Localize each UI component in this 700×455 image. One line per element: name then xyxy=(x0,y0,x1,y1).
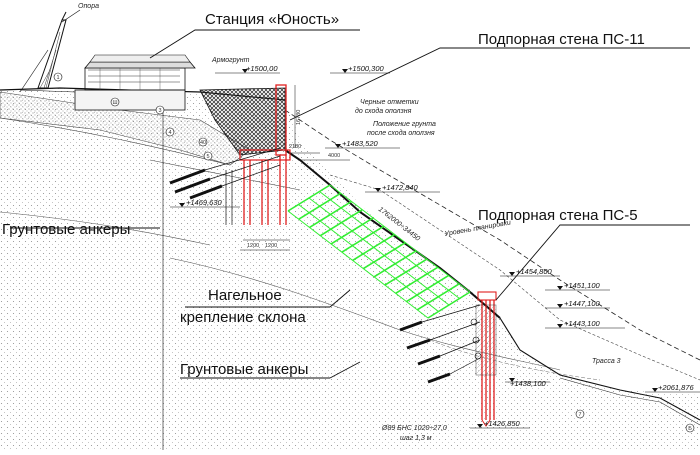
nail-grid-line xyxy=(308,197,450,306)
note-ground-pos-1: Положение грунта xyxy=(373,121,436,128)
note-route: Трасса 3 xyxy=(592,358,621,365)
leader-lines xyxy=(10,29,690,379)
elev-1438-100: +1438,100 xyxy=(510,379,546,388)
nail-grid-line xyxy=(329,184,471,293)
note-armogrunt: Армогрунт xyxy=(211,57,250,64)
marker-label-2: Ш xyxy=(112,100,117,106)
dimension-lines xyxy=(240,85,350,251)
circle-marker-labels: 1 Ш 40 3 4 5 7 Б xyxy=(56,75,692,432)
marker-label-8: Б xyxy=(688,426,692,432)
elev-1426-850: +1426,850 xyxy=(484,419,520,428)
elev-1447-100: +1447,100 xyxy=(564,299,600,308)
slope-before-landslide-2 xyxy=(329,174,700,381)
stratum-line-1 xyxy=(0,117,231,166)
elevation-markers xyxy=(170,72,700,429)
note-pile-1: Ø89 БНС 1020÷27,0 xyxy=(381,425,447,432)
label-ground-anchors-right: Грунтовые анкеры xyxy=(180,361,308,378)
elev-1451-100: +1451,100 xyxy=(564,281,600,290)
note-pile-2: шаг 1,3 м xyxy=(400,435,432,442)
retaining-wall-ps11 xyxy=(225,84,291,225)
dim-16780: 16780 xyxy=(296,110,302,125)
dim-4000: 4000 xyxy=(328,153,340,159)
station-building xyxy=(19,54,196,111)
nail-grid-line xyxy=(287,210,429,319)
nail-grid-line xyxy=(298,204,439,312)
stratum-line-5 xyxy=(429,339,601,381)
title-station: Станция «Юность» xyxy=(205,11,339,28)
dim-1200-b: 1200 xyxy=(265,243,277,249)
dim-1200-a: 1200 xyxy=(247,243,259,249)
elev-1454-800: +1454,800 xyxy=(516,267,552,276)
stratum-line-3 xyxy=(169,257,561,371)
ground-anchors-left xyxy=(169,147,281,200)
elev-1472-840: +1472,840 xyxy=(382,183,418,192)
nail-grid-line xyxy=(319,191,460,299)
elev-1483-520: +1483,520 xyxy=(342,139,378,148)
dim-2180: 2180 xyxy=(289,144,301,150)
elev-2061-876: +2061,876 xyxy=(658,383,694,392)
marker-label-3: 40 xyxy=(200,140,206,146)
elevation-triangles xyxy=(179,69,658,428)
marker-label-1: 1 xyxy=(56,75,59,81)
note-black-marks-2: до схода оползня xyxy=(355,107,412,115)
ground-anchors-right xyxy=(399,304,482,384)
title-wall-ps5: Подпорная стена ПС-5 xyxy=(478,207,638,224)
marker-label-5: 4 xyxy=(168,130,171,136)
elev-1500-300: +1500,300 xyxy=(348,64,384,73)
title-wall-ps11: Подпорная стена ПС-11 xyxy=(478,31,645,48)
stratum-line-2 xyxy=(149,159,301,191)
support-mast xyxy=(19,9,81,93)
label-nail-line-1: Нагельное xyxy=(208,287,282,304)
stratum-line-4 xyxy=(0,211,211,246)
note-ground-pos-2: после схода оползня xyxy=(367,129,435,137)
nail-reinforcement xyxy=(287,184,471,319)
note-support: Опора xyxy=(78,3,99,10)
note-black-marks-1: Черные отметки xyxy=(360,99,419,106)
label-nail-line-2: крепление склона xyxy=(180,309,306,326)
marker-label-4: 3 xyxy=(158,108,161,114)
armogrunt-block xyxy=(199,87,286,156)
retaining-wall-ps5 xyxy=(475,291,497,427)
soil-mass xyxy=(0,88,700,450)
marker-label-6: 5 xyxy=(206,154,209,160)
label-ground-anchors-left: Грунтовые анкеры xyxy=(2,221,130,238)
slope-before-landslide xyxy=(284,109,700,361)
circle-markers xyxy=(53,72,695,433)
elev-1443-100: +1443,100 xyxy=(564,319,600,328)
elev-1469-630: +1469,630 xyxy=(186,198,222,207)
lower-slope-line xyxy=(499,317,700,421)
trace-line xyxy=(559,377,700,426)
elev-1500-00: +1500,00 xyxy=(246,64,278,73)
marker-label-7: 7 xyxy=(578,412,581,418)
